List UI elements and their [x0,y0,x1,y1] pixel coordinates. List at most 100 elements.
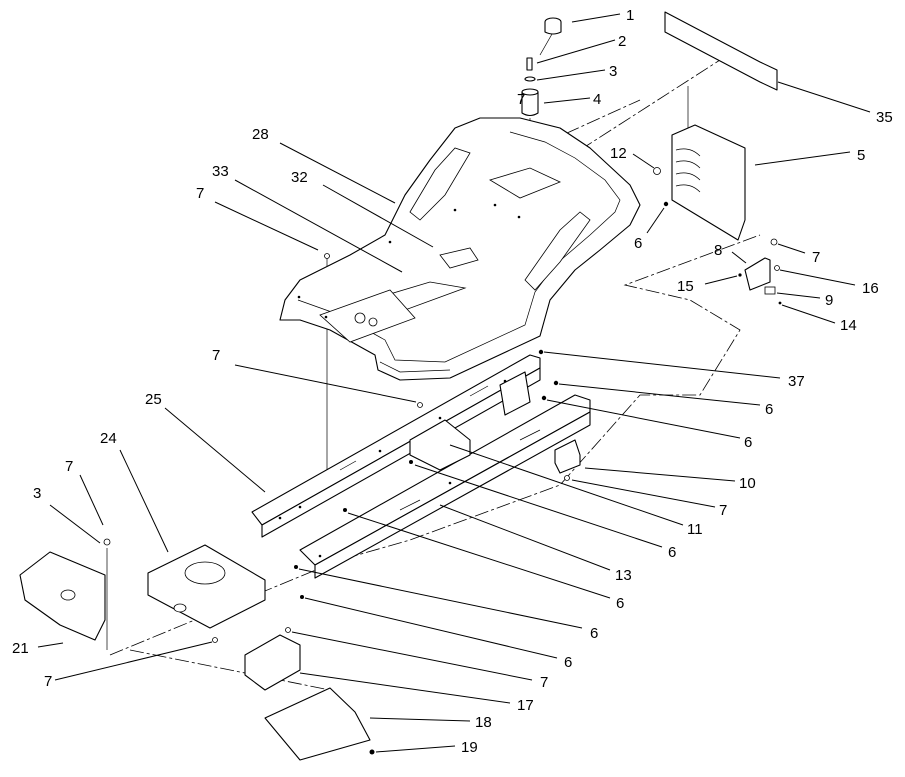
bolt-12 [653,167,661,175]
fender-left-window [409,147,471,221]
callout-6f: 6 [590,625,598,642]
lower-rail-hole [448,481,452,485]
callout-15: 15 [677,278,694,295]
leader-11 [449,444,684,526]
fender-hole [324,315,328,319]
rail-hole [298,505,302,509]
leader-3 [536,69,606,81]
nut-6 [409,460,413,464]
leader-6b [558,383,761,406]
bolt-7 [212,637,218,643]
callout-10: 10 [739,475,756,492]
frame-rail-13 [299,394,591,579]
leader-7h [291,631,533,681]
lower-rail-slot [399,499,421,511]
frame-rail-side [261,367,541,538]
screw-14 [778,301,782,305]
callout-6g: 6 [564,654,572,671]
callout-2: 2 [618,33,626,50]
leader-9 [776,292,821,299]
leader-7d [234,364,417,403]
knob-1-body [544,22,562,35]
callout-7e: 7 [719,502,727,519]
fender-seat-pan [279,117,641,381]
floor-plate-hole-a [354,312,366,324]
leader-6g [304,597,558,659]
leader-7b [214,201,319,251]
leader-16 [779,269,856,286]
leader-32 [322,184,434,248]
phantom-line-upper [579,59,721,151]
callout-6d: 6 [668,544,676,561]
knob-stem [539,33,553,56]
nut-37 [538,349,544,355]
bracket-8 [744,257,771,291]
floor-plate [319,289,416,343]
deflector-18 [264,687,371,761]
leader-6a [646,207,665,234]
rail-hole [278,516,282,520]
leader-8 [731,251,747,264]
bolt-7 [417,402,423,408]
bolt-7 [324,253,330,259]
callout-7f: 7 [65,458,73,475]
leader-6c [546,399,741,439]
frame-rail-25 [251,354,541,538]
callouts: 1 2 3 4 7 35 28 5 12 33 32 7 6 8 7 15 16… [12,7,893,756]
nut-6 [343,508,347,512]
callout-6e: 6 [616,595,624,612]
fender-hole [388,240,392,244]
leader-3b [49,504,101,544]
leader-6f [298,568,583,629]
knob-assembly [521,17,562,117]
bolt-7-cover [103,538,111,546]
callout-13: 13 [615,567,632,584]
leader-18 [369,717,471,722]
nut-6 [541,395,547,401]
callout-3: 3 [609,63,617,80]
callout-5: 5 [857,147,865,164]
fender-right-window [524,211,591,291]
fender-hole [453,208,457,212]
bolt-7 [564,475,570,481]
callout-28: 28 [252,126,269,143]
seat-base-side-hole [173,603,187,613]
leader-6d [414,464,663,548]
seat-base [147,544,266,629]
fender-hole [493,203,497,207]
callout-32: 32 [291,169,308,186]
lower-rail-slot [519,429,541,441]
callout-6c: 6 [744,434,752,451]
switch-9 [764,286,776,295]
callout-33: 33 [212,163,229,180]
seat-base-hole [184,561,226,585]
lower-rail-hole [318,554,322,558]
leader-4 [543,97,591,104]
leader-10 [584,467,736,482]
callout-7d: 7 [212,347,220,364]
fender-hole [297,295,301,299]
fender-lower-lip [379,361,451,373]
switch-bracket [738,257,782,305]
leader-7g [54,641,213,681]
shroud-vents [675,148,701,193]
leader-33 [234,179,403,273]
cross-bracket-upper [499,371,531,416]
spacer-4 [521,92,539,117]
phantom-line-main [109,234,761,656]
callout-17: 17 [517,697,534,714]
seat-opening-32 [439,247,479,269]
callout-9: 9 [825,292,833,309]
leader-25 [164,407,266,493]
bolt-7-shroud [770,238,778,246]
callout-7c: 7 [812,249,820,266]
callout-7g: 7 [44,673,52,690]
leader-15 [704,275,738,285]
bolt-7 [285,627,291,633]
callout-37: 37 [788,373,805,390]
leader-24 [119,449,169,553]
callout-18: 18 [475,714,492,731]
leader-19 [375,745,456,753]
callout-7a: 7 [517,91,525,108]
leader-7f [79,474,104,526]
